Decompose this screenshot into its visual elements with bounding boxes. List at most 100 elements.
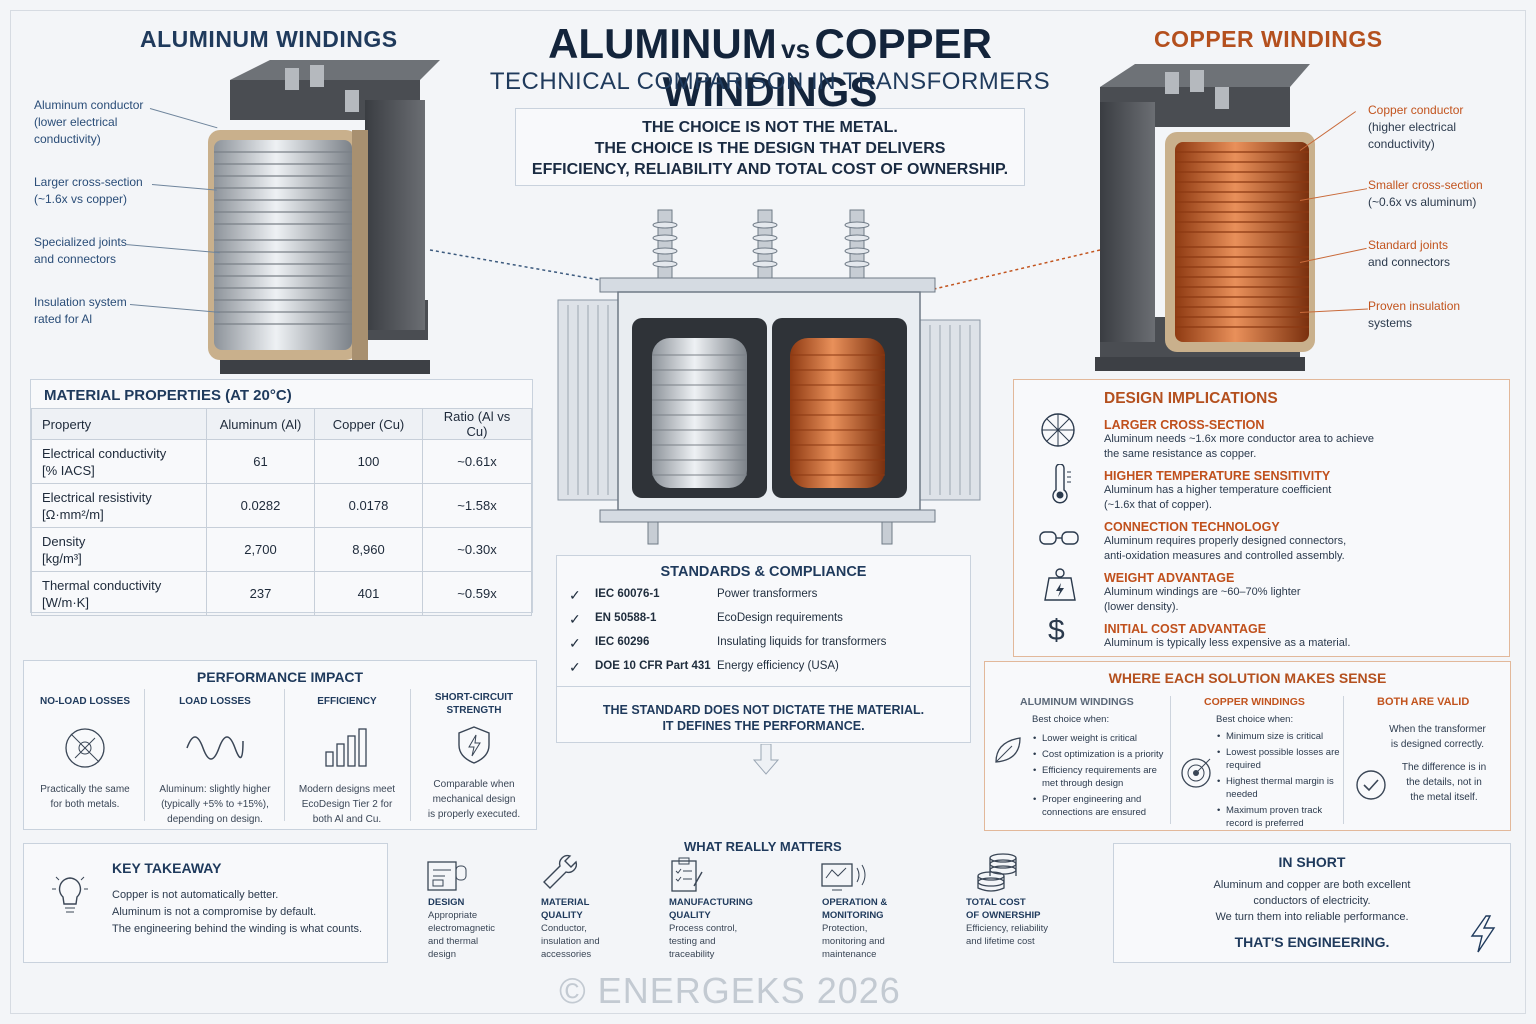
callout-line: (~1.6x vs copper): [34, 192, 128, 206]
perf-label: EFFICIENCY: [317, 696, 377, 707]
matter-text: Conductor,: [541, 923, 587, 934]
implication-text: (~1.6x that of copper).: [1104, 499, 1212, 511]
shield-bolt-icon: [458, 726, 490, 764]
aluminum-value: 0.0282: [206, 483, 315, 528]
divider: [284, 689, 285, 821]
standard-code: EN 50588-1: [595, 612, 657, 624]
where-both-line: the metal itself.: [1410, 792, 1478, 803]
callout-line: Standard joints: [1368, 238, 1449, 252]
where-both-head: BOTH ARE VALID: [1377, 696, 1470, 708]
list-item: Cost optimization is a priority: [1033, 748, 1168, 761]
table-header-row: Property Aluminum (Al) Copper (Cu) Ratio…: [31, 408, 532, 440]
where-copper-head: COPPER WINDINGS: [1204, 696, 1305, 708]
callout-line: rated for Al: [34, 312, 93, 326]
perf-label: LOAD LOSSES: [179, 696, 251, 707]
implication-text: Aluminum requires properly designed conn…: [1104, 535, 1347, 547]
quote-line: EFFICIENCY, RELIABILITY AND TOTAL COST O…: [531, 161, 1009, 178]
matters-material: MATERIAL QUALITY Conductor, insulation a…: [541, 896, 600, 961]
callout-line: Proven insulation: [1368, 299, 1461, 313]
property-name: Electrical conductivity: [42, 445, 167, 461]
connector-icon: [1039, 531, 1079, 545]
standards-footer: THE STANDARD DOES NOT DICTATE THE MATERI…: [557, 702, 970, 734]
copper-callout-joints: Standard joints and connectors: [1368, 237, 1450, 271]
page-subtitle: TECHNICAL COMPARISON IN TRANSFORMERS: [489, 68, 1051, 95]
aluminum-value: 2,700: [206, 527, 315, 572]
column-header: Property: [31, 408, 207, 440]
sine-wave-icon: [186, 736, 244, 760]
quote-box: THE CHOICE IS NOT THE METAL. THE CHOICE …: [515, 108, 1025, 186]
standards-title: STANDARDS & COMPLIANCE: [660, 564, 867, 580]
callout-line: (~0.6x vs aluminum): [1368, 195, 1477, 209]
property-cell: Density[kg/m³]: [31, 527, 207, 572]
list-item: Lowest possible losses are required: [1217, 746, 1342, 772]
where-aluminum-sub: Best choice when:: [1032, 714, 1110, 725]
copper-value: 8,960: [314, 527, 423, 572]
where-title: WHERE EACH SOLUTION MAKES SENSE: [1108, 670, 1387, 686]
standard-desc: Insulating liquids for transformers: [717, 636, 887, 648]
table-row: Electrical conductivity[% IACS] 61 100 ~…: [31, 439, 532, 484]
matter-text: electromagnetic: [428, 923, 496, 934]
matters-manufacturing: MANUFACTURING QUALITY Process control, t…: [669, 896, 753, 961]
list-item: Efficiency requirements are met through …: [1033, 764, 1168, 790]
properties-table: Property Aluminum (Al) Copper (Cu) Ratio…: [31, 408, 532, 616]
where-both-line: is designed correctly.: [1390, 739, 1485, 750]
matter-text: insulation and: [541, 936, 600, 947]
table-row: Thermal conductivity[W/m·K] 237 401 ~0.5…: [31, 571, 532, 616]
perf-text: is properly executed.: [427, 809, 521, 820]
implication-text: Aluminum is typically less expensive as …: [1104, 637, 1351, 649]
where-both-text: The difference is in the details, not in…: [1389, 760, 1499, 805]
perf-text: Modern designs meet: [298, 784, 396, 795]
standard-desc: Power transformers: [717, 588, 818, 600]
copper-value: 401: [314, 571, 423, 616]
title-copper: COPPER WINDINGS: [662, 20, 992, 115]
standard-code: IEC 60076-1: [595, 588, 660, 600]
in-short-line: We turn them into reliable performance.: [1215, 911, 1409, 923]
matter-text: traceability: [669, 949, 715, 960]
performance-no-load: NO-LOAD LOSSES Practically the same for …: [24, 695, 146, 812]
divider: [1170, 696, 1171, 824]
implication-text: Aluminum needs ~1.6x more conductor area…: [1104, 433, 1374, 445]
standard-code: IEC 60296: [595, 636, 650, 648]
matters-title: WHAT REALLY MATTERS: [684, 839, 842, 854]
matter-text: Efficiency, reliability: [966, 923, 1049, 934]
ratio-value: ~0.59x: [422, 571, 532, 616]
where-aluminum-list: Lower weight is critical Cost optimizati…: [1033, 732, 1168, 822]
takeaway-line: Copper is not automatically better.: [112, 889, 279, 901]
implication-text: (lower density).: [1104, 601, 1179, 613]
copper-coil-illustration: [1095, 64, 1315, 371]
takeaway-line: Aluminum is not a compromise by default.: [112, 906, 317, 918]
standard-item: ✓ IEC 60296 Insulating liquids for transfo…: [569, 635, 887, 651]
blueprint-icon: [427, 861, 467, 891]
check-circle-icon: ✓: [569, 635, 581, 651]
matter-text: and thermal: [428, 936, 479, 947]
perf-text: Aluminum: slightly higher: [159, 784, 271, 795]
aluminum-callout-insulation: Insulation system rated for Al: [34, 294, 127, 328]
where-both-line: When the transformer: [1389, 724, 1486, 735]
aluminum-callout-cross-section: Larger cross-section (~1.6x vs copper): [34, 174, 143, 208]
quote-line: THE CHOICE IS NOT THE METAL.: [642, 119, 898, 136]
aluminum-value: 61: [206, 439, 315, 484]
copper-value: 100: [314, 439, 423, 484]
implication-title: LARGER CROSS-SECTION: [1104, 418, 1265, 432]
matter-text: and lifetime cost: [966, 936, 1035, 947]
performance-short-circuit: SHORT-CIRCUIT STRENGTH Comparable when m…: [410, 691, 538, 822]
implications-title: DESIGN IMPLICATIONS: [1104, 390, 1278, 407]
table-row: Density[kg/m³] 2,700 8,960 ~0.30x: [31, 527, 532, 572]
callout-line: systems: [1368, 316, 1413, 330]
property-unit: [% IACS]: [42, 462, 95, 478]
title-aluminum: ALUMINUM: [548, 20, 777, 67]
callout-line: Aluminum conductor: [34, 98, 144, 112]
matter-text: Appropriate: [428, 910, 478, 921]
implication-text: Aluminum windings are ~60–70% lighter: [1104, 586, 1301, 598]
title-vs: vs: [781, 34, 811, 64]
perf-text: both Al and Cu.: [312, 814, 382, 825]
property-cell: Electrical resistivity[Ω·mm²/m]: [31, 483, 207, 528]
page-title: ALUMINUM vs COPPER WINDINGS: [440, 20, 1100, 116]
checklist-icon: [671, 857, 703, 892]
check-circle-icon: [1356, 770, 1386, 800]
arrow-down-icon: [752, 744, 780, 775]
quote-line: THE CHOICE IS THE DESIGN THAT DELIVERS: [594, 140, 946, 157]
copper-callout-conductor: Copper conductor (higher electrical cond…: [1368, 102, 1463, 153]
